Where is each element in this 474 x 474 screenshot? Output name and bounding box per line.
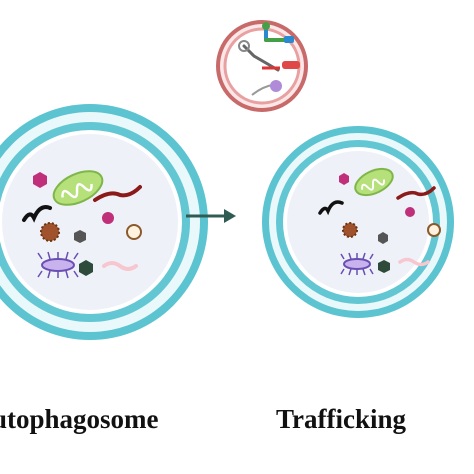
protein-aggregate-icon (40, 222, 60, 242)
lysosome-icon (216, 20, 308, 112)
hexagon-particle-icon (339, 173, 349, 185)
particle-icon (427, 223, 441, 237)
rna-strand-icon (318, 200, 344, 216)
mitochondrion-icon (52, 170, 104, 206)
bacterium-icon (37, 251, 79, 279)
rna-strand-icon (22, 205, 52, 223)
rna-strand-icon (93, 185, 142, 202)
hexagon-particle-icon (378, 260, 390, 273)
transition-arrow-icon (186, 209, 236, 223)
autophagosome-left (0, 104, 208, 340)
hexagon-particle-icon (79, 260, 93, 276)
bacterium-icon (340, 252, 374, 276)
mitochondrion-icon (354, 167, 394, 197)
autophagosome-right (262, 126, 454, 318)
hexagon-particle-icon (378, 232, 388, 244)
particle-icon (102, 212, 114, 224)
hexagon-particle-icon (74, 230, 86, 243)
particle-icon (126, 224, 142, 240)
rna-strand-icon (396, 186, 436, 200)
autophagosome-label: utophagosome (0, 404, 159, 434)
hexagon-particle-icon (33, 172, 47, 188)
protein-aggregate-icon (342, 222, 358, 238)
trafficking-label: Trafficking (276, 404, 406, 434)
particle-icon (405, 207, 415, 217)
